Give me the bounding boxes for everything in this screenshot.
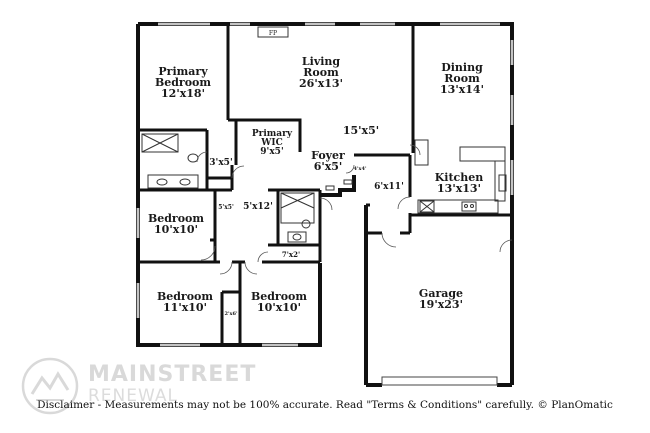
window-frames <box>136 22 514 347</box>
interior-walls <box>138 24 512 345</box>
bath-3x5-label: 3'x5' <box>209 158 232 168</box>
disclaimer-text: Disclaimer - Measurements may not be 100… <box>37 399 613 411</box>
garage-name: Garage <box>419 287 463 300</box>
dining-room-name-2: Room <box>444 72 480 85</box>
windows <box>136 22 514 347</box>
kitchen-dims: 13'x13' <box>437 182 481 195</box>
bedroom-b-name: Bedroom <box>157 290 213 303</box>
closet-7x2-label: 7'x2' <box>282 250 300 259</box>
closet-6x11-label: 6'x11' <box>374 182 404 192</box>
living-room-name-1: Living <box>302 55 340 68</box>
foyer-name: Foyer <box>311 149 345 162</box>
dining-room-name-1: Dining <box>441 61 483 74</box>
foyer-dims: 6'x5' <box>314 160 343 173</box>
garage-door <box>381 376 498 386</box>
closet-2x6-label: 2'x6' <box>224 311 237 317</box>
brand-name-line1: MAINSTREET <box>88 362 257 387</box>
garage-dims: 19'x23' <box>419 298 463 311</box>
bedroom-a-name: Bedroom <box>148 212 204 225</box>
dining-room-dims: 13'x14' <box>440 83 484 96</box>
primary-bedroom-name-1: Primary <box>158 65 208 78</box>
brand-logo-icon <box>21 357 79 415</box>
primary-wic-dims: 9'x5' <box>260 147 283 157</box>
kitchen-name: Kitchen <box>435 171 484 184</box>
room-labels: Primary Bedroom 12'x18' Living Room 26'x… <box>148 55 484 314</box>
bedroom-c-name: Bedroom <box>251 290 307 303</box>
fireplace <box>257 26 289 38</box>
dimension-labels: 15'x5' 3'x5' 6'x11' 5'x5' 5'x12' 7'x2' 2… <box>209 124 404 317</box>
brand-watermark: MAINSTREET RENEWAL <box>20 356 260 416</box>
fireplace-label: FP <box>269 30 277 37</box>
bedroom-b-dims: 11'x10' <box>163 301 207 314</box>
living-room-dims: 26'x13' <box>299 77 343 90</box>
primary-bedroom-name-2: Bedroom <box>155 76 211 89</box>
closet-4x4-label: 4'x4' <box>353 166 366 172</box>
primary-bedroom-dims: 12'x18' <box>161 87 205 100</box>
hall-5x12-label: 5'x12' <box>243 202 273 212</box>
primary-wic-name-1: Primary <box>252 129 293 139</box>
entry-door <box>325 179 353 191</box>
kitchen-counters <box>414 139 507 214</box>
primary-wic-name-2: WIC <box>260 138 282 148</box>
living-room-name-2: Room <box>303 66 339 79</box>
bedroom-c-dims: 10'x10' <box>257 301 301 314</box>
door-swings <box>196 144 513 275</box>
closet-5x5-label: 5'x5' <box>218 204 234 211</box>
hall-15x5-label: 15'x5' <box>343 124 379 137</box>
bedroom-a-dims: 10'x10' <box>154 223 198 236</box>
brand-name-line2: RENEWAL <box>88 386 178 406</box>
